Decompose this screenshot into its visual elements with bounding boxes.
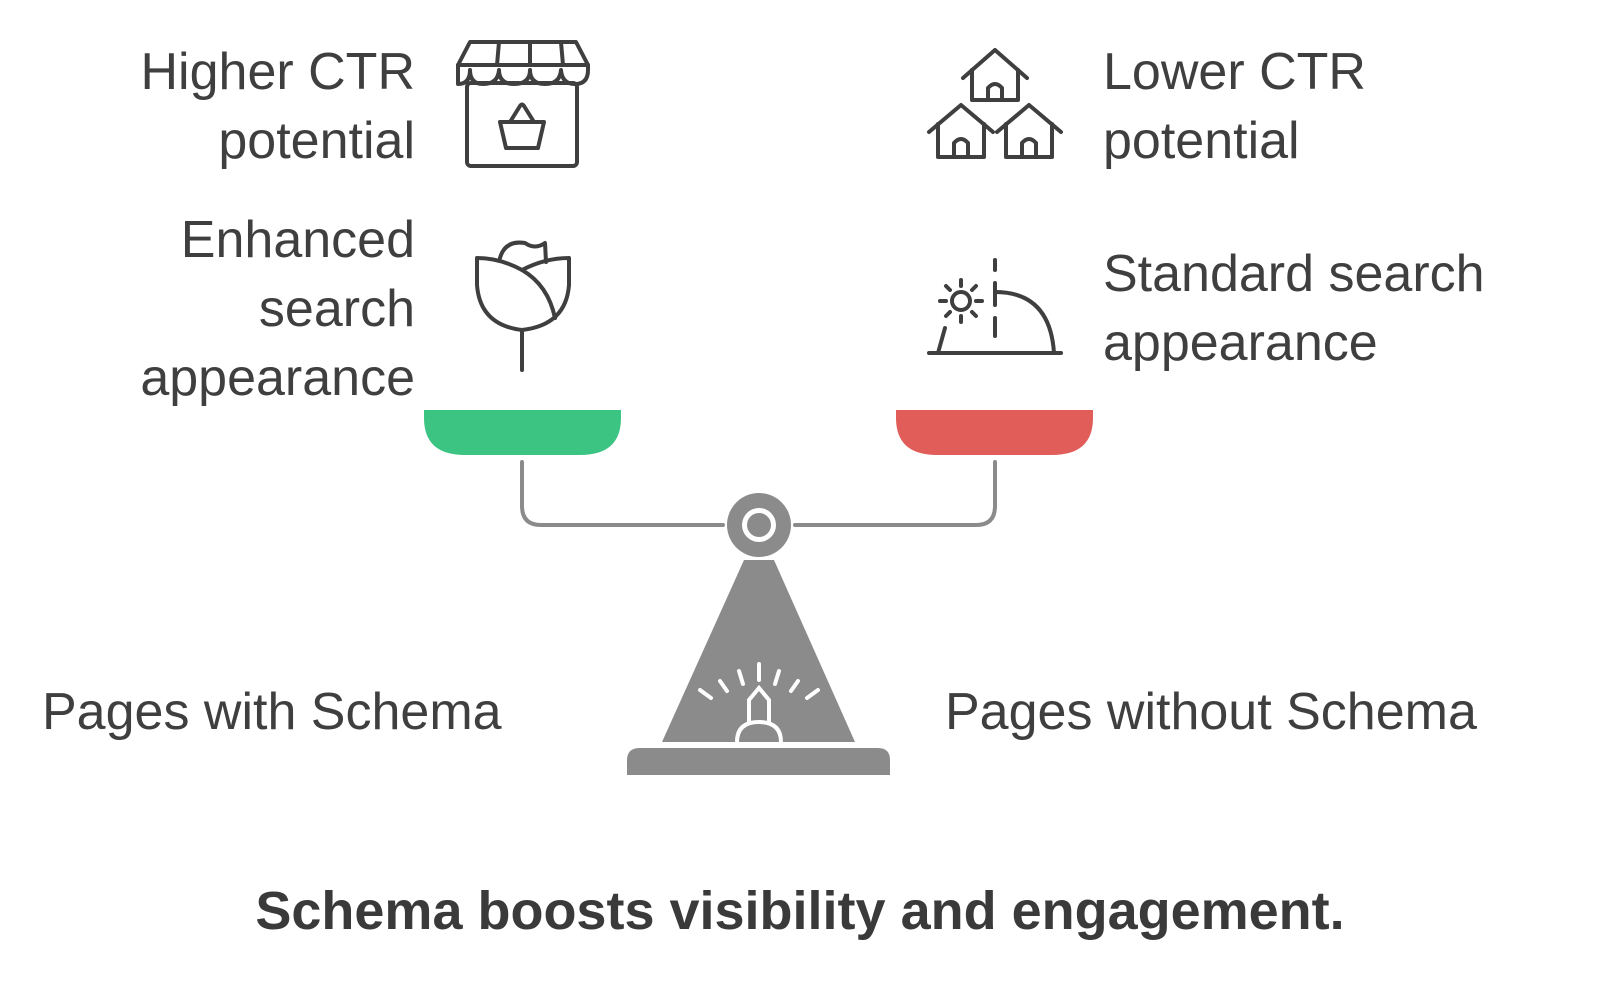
flower-icon <box>475 240 571 372</box>
right-pan <box>896 410 1093 455</box>
right-arm <box>793 460 997 527</box>
left-benefit-2-line-2: search <box>258 280 415 338</box>
pivot <box>727 493 791 557</box>
right-benefit-2-line-2: appearance <box>1103 314 1378 372</box>
left-arm <box>520 460 725 527</box>
right-benefit-lower-ctr: Lower CTR potential <box>1103 38 1366 176</box>
gauge-decoration <box>698 662 820 744</box>
left-benefit-enhanced-search: Enhanced search appearance <box>140 206 415 413</box>
left-pan <box>424 410 621 455</box>
houses-icon <box>927 48 1063 159</box>
right-benefit-1-line-2: potential <box>1103 112 1300 170</box>
right-benefit-1-line-1: Lower CTR <box>1103 43 1366 101</box>
left-benefit-1-line-2: potential <box>218 112 415 170</box>
storefront-icon <box>456 40 590 168</box>
sunrise-icon <box>927 258 1063 355</box>
scale-stand <box>662 560 855 742</box>
right-benefit-standard-search: Standard search appearance <box>1103 240 1485 378</box>
label-pages-without-schema: Pages without Schema <box>945 683 1477 741</box>
scale-base <box>627 748 890 775</box>
label-pages-with-schema: Pages with Schema <box>42 683 502 741</box>
left-benefit-1-line-1: Higher CTR <box>140 43 416 101</box>
left-benefit-higher-ctr: Higher CTR potential <box>141 38 416 176</box>
caption: Schema boosts visibility and engagement. <box>255 881 1345 941</box>
right-benefit-2-line-1: Standard search <box>1103 245 1485 303</box>
left-benefit-2-line-3: appearance <box>140 349 415 407</box>
left-benefit-2-line-1: Enhanced <box>180 211 415 269</box>
